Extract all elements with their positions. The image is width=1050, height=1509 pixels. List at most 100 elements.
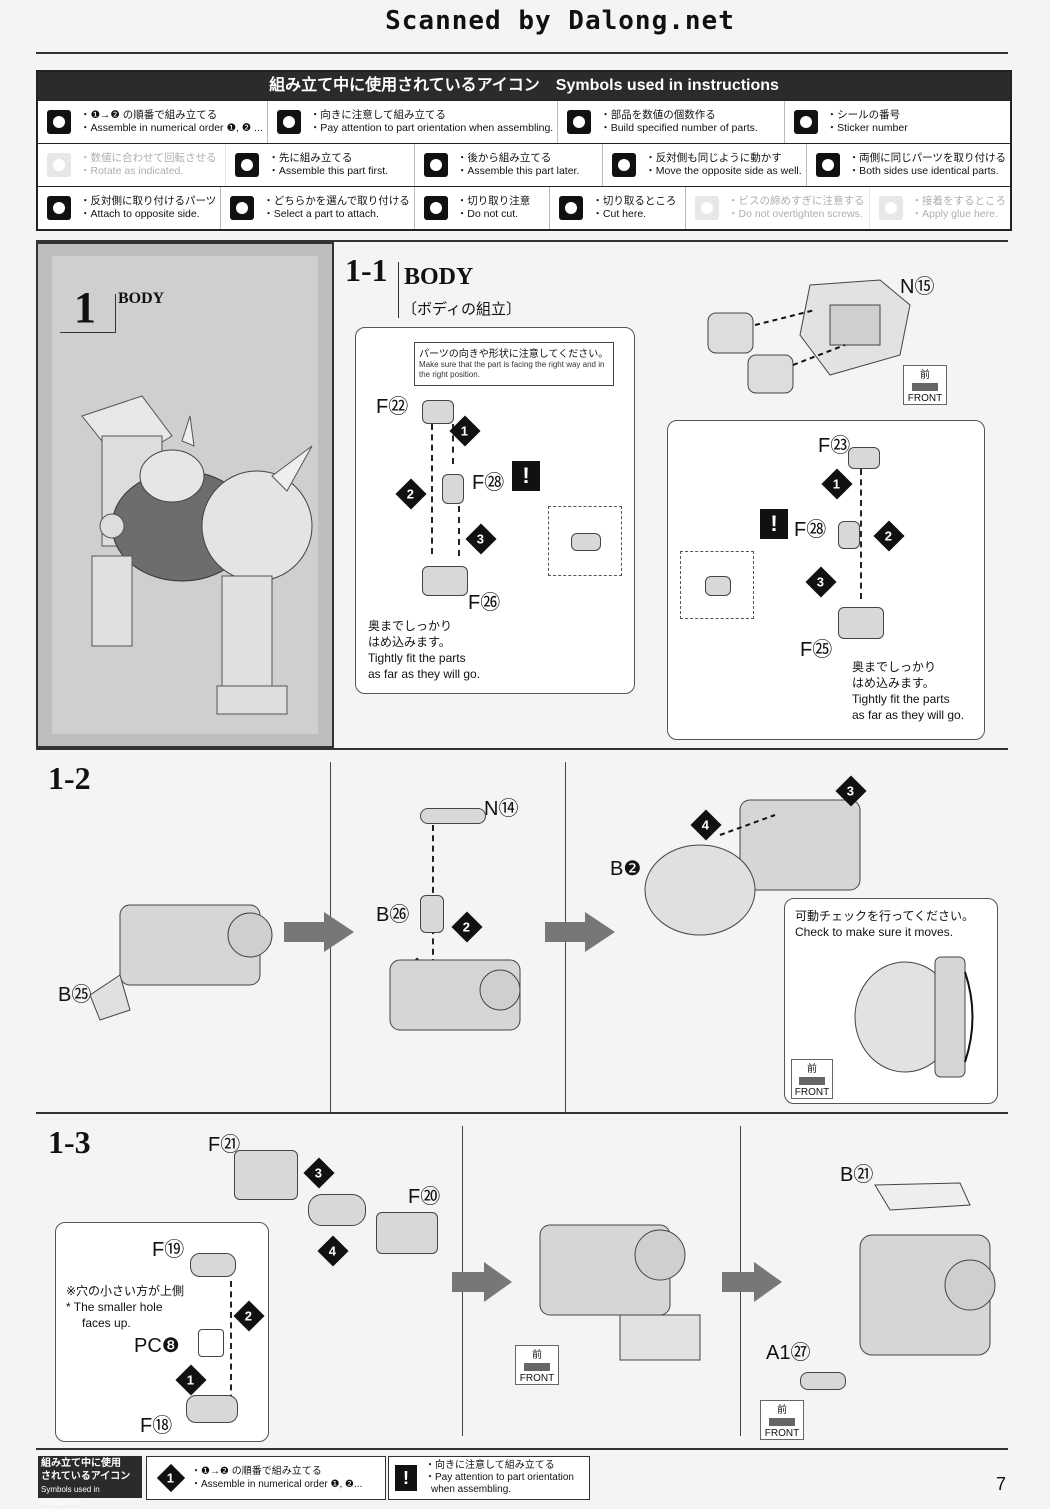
cut-here-icon [554, 191, 588, 225]
fit-note-en-1: Tightly fit the parts [368, 651, 466, 665]
front-indicator-1-3a: 前 FRONT [515, 1345, 559, 1385]
step-1-1-torso-frame [707, 279, 911, 394]
symbol-jp: ・先に組み立てる [268, 152, 353, 164]
front-indicator-1-3b: 前 FRONT [760, 1400, 804, 1440]
front-en: FRONT [907, 393, 943, 404]
symbol-jp: ・切り取るところ [592, 195, 677, 207]
hole-note-en-1: * The smaller hole [66, 1300, 163, 1314]
symbol-en: ・Assemble this part later. [456, 165, 580, 177]
footer-item2-en-1: ・Pay attention to part orientation [425, 1472, 574, 1483]
step-2-marker: 2 [233, 1300, 265, 1332]
step-1-marker: 1 [175, 1364, 207, 1396]
symbol-jp: ・切り取り注意 [456, 195, 531, 207]
part-n14: N⑭ [484, 798, 519, 820]
front-arrow-icon [524, 1363, 550, 1371]
symbol-jp: ・シールの番号 [826, 109, 901, 121]
step-1-1-subtitle: 〔ボディの組立〕 [402, 301, 521, 318]
next-arrow-icon [284, 912, 354, 952]
part-f19: F⑲ [152, 1239, 185, 1261]
part-f26: F㉖ [468, 592, 501, 614]
part-b2: B❷ [610, 858, 642, 880]
guide-line [458, 506, 460, 556]
check-note-jp: 可動チェックを行ってください。 [795, 909, 975, 923]
fit-note-right: 奥までしっかり はめ込みます。 Tightly fit the parts as… [852, 659, 964, 723]
movement-check-callout: 可動チェックを行ってください。 Check to make sure it mo… [784, 898, 998, 1104]
part-f28-right: F㉘ [794, 519, 827, 541]
next-arrow-icon [722, 1262, 782, 1302]
footer-item2-en-2: when assembling. [431, 1484, 512, 1495]
part-f21: F㉑ [208, 1134, 241, 1156]
symbol-glue: ・接着をするところ・Apply glue here. [870, 187, 1011, 229]
symbol-sticker: ・シールの番号・Sticker number [785, 101, 1010, 143]
symbol-en: ・Move the opposite side as well. [645, 165, 802, 177]
symbol-jp: ・両側に同じパーツを取り付ける [848, 152, 1006, 164]
front-indicator-1-1: 前 FRONT [903, 365, 947, 405]
symbol-do-not-cut: ・切り取り注意・Do not cut. [415, 187, 551, 229]
symbol-multiply-2: ・部品を数値の個数作る・Build specified number of pa… [558, 101, 785, 143]
footer-label-1: 組み立て中に使用 [41, 1458, 121, 1469]
step-1-1-right-callout: F㉓ 1 ! F㉘ 2 3 F㉕ 奥までしっかり はめ込みます。 Tightly… [667, 420, 985, 740]
symbol-opposite-side: ・反対側に取り付けるパーツ・Attach to opposite side. [38, 187, 222, 229]
section-rule [36, 1112, 1008, 1114]
front-en: FRONT [519, 1373, 555, 1384]
part-f18: F⑱ [140, 1415, 173, 1437]
symbol-numeric-order: ・❶→❷ の順番で組み立てる・Assemble in numerical ord… [38, 101, 268, 143]
footer-label-3: Symbols used in instructions [41, 1485, 100, 1507]
sticker-icon [789, 105, 823, 139]
hole-note-en-2: faces up. [82, 1316, 131, 1330]
guide-line [860, 469, 862, 599]
part-f28: F㉘ [472, 472, 505, 494]
orientation-note-jp: パーツの向きや形状に注意してください。 [419, 349, 609, 360]
select-part-icon [225, 191, 259, 225]
fit-note-en-1: Tightly fit the parts [852, 692, 950, 706]
step-1-1-divider [398, 262, 399, 318]
top-rule [36, 52, 1008, 54]
part-b26: B㉖ [376, 904, 410, 926]
part-f20: F⑳ [408, 1186, 441, 1208]
symbol-rotate: ・数値に合わせて回転させる・Rotate as indicated. [38, 144, 227, 186]
front-arrow-icon [912, 383, 938, 391]
fit-note-jp-2: はめ込みます。 [852, 676, 935, 690]
section-title: BODY [118, 290, 165, 307]
pc-part-callout: F⑲ ※穴の小さい方が上側 * The smaller hole faces u… [55, 1222, 269, 1442]
detail-inset [548, 506, 622, 576]
part-pc8: PC❽ [134, 1335, 180, 1357]
front-indicator-1-2: 前 FRONT [791, 1059, 833, 1099]
screw-icon [690, 191, 724, 225]
symbol-screw: ・ビスの締めすぎに注意する・Do not overtighten screws. [686, 187, 870, 229]
step-1-2-frame-b [389, 959, 521, 1031]
symbol-jp: ・反対側に取り付けるパーツ [80, 195, 217, 207]
guide-line [431, 424, 433, 554]
symbol-en: ・Assemble in numerical order ❶, ❷ ... [80, 122, 263, 134]
front-en: FRONT [794, 1087, 830, 1098]
mirror-move-icon [607, 148, 641, 182]
symbol-mirror-move: ・反対側も同じように動かす・Move the opposite side as … [603, 144, 807, 186]
step-3-marker: 3 [465, 523, 497, 555]
step-1-3-number: 1-3 [48, 1124, 91, 1160]
step-1-2-frame-c [644, 799, 861, 936]
footer-item2-jp: ・向きに注意して組み立てる [425, 1460, 555, 1471]
front-jp: 前 [807, 1064, 817, 1075]
footer-legend-label: 組み立て中に使用 されているアイコン Symbols used in instr… [38, 1456, 142, 1507]
symbol-en: ・Do not cut. [456, 208, 519, 220]
symbol-select-part: ・どちらかを選んで取り付ける・Select a part to attach. [221, 187, 415, 229]
fit-note-jp-2: はめ込みます。 [368, 635, 451, 649]
fit-note: 奥までしっかり はめ込みます。 Tightly fit the parts as… [368, 618, 480, 682]
fit-note-en-2: as far as they will go. [852, 708, 965, 722]
step-1-2-frame-a [90, 904, 273, 1021]
multiply-2-icon [562, 105, 596, 139]
step-2-marker: 2 [451, 911, 483, 943]
section-number-frame [60, 294, 116, 333]
hole-note-jp: ※穴の小さい方が上側 [66, 1284, 185, 1298]
part-f23-shape [848, 447, 880, 469]
symbol-jp: ・部品を数値の個数作る [600, 109, 716, 121]
body-photo: 1 BODY [52, 256, 318, 734]
footer-item1-en: ・Assemble in numerical order ❶, ❷... [191, 1479, 363, 1490]
rotate-icon [42, 148, 76, 182]
symbol-cut-here: ・切り取るところ・Cut here. [550, 187, 686, 229]
next-arrow-icon [452, 1262, 512, 1302]
symbol-jp: ・ビスの締めすぎに注意する [728, 195, 865, 207]
footer-numeric-order: 1 ・❶→❷ の順番で組み立てる ・Assemble in numerical … [146, 1456, 386, 1500]
part-f28-right-shape [838, 521, 860, 549]
footer-rule [36, 1448, 1008, 1450]
